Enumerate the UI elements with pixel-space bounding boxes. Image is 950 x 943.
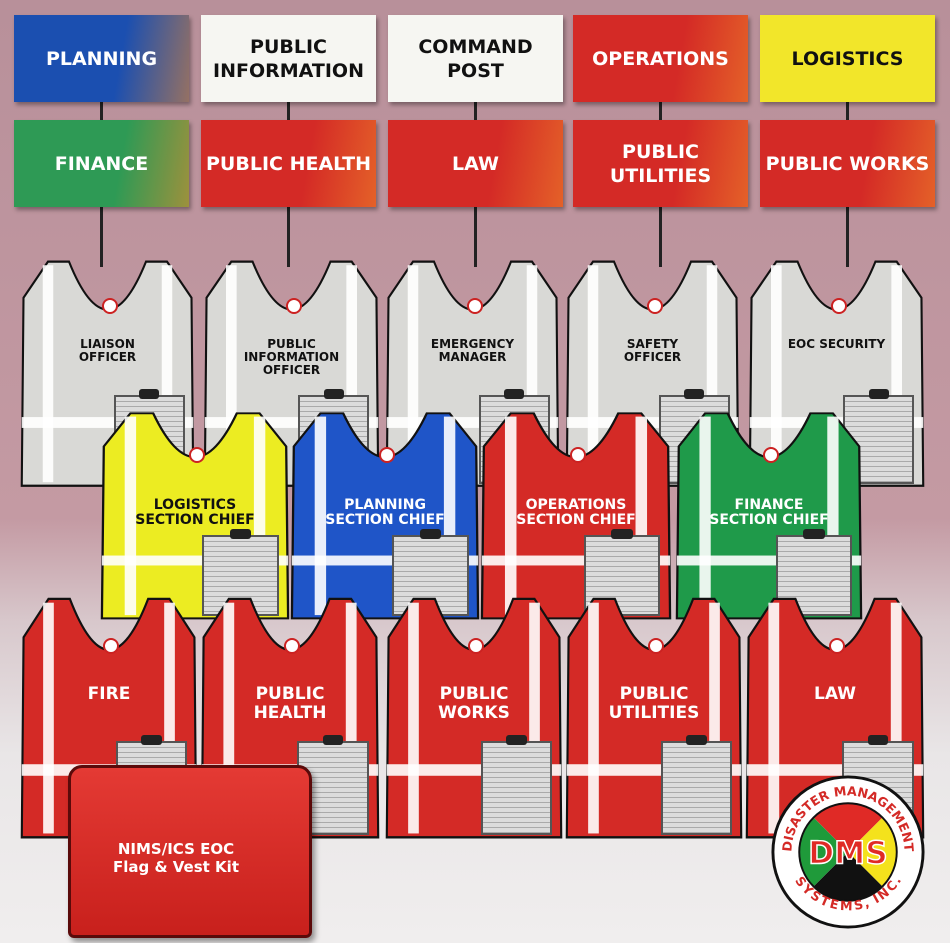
flag: COMMAND POST xyxy=(388,15,563,102)
vest-patch-icon xyxy=(379,446,395,463)
flag: PUBLIC INFORMATION xyxy=(201,15,376,102)
vest-patch-icon xyxy=(830,297,847,314)
flag-label: FINANCE xyxy=(54,152,149,175)
vest-label: PUBLIC UTILITIES xyxy=(608,684,700,723)
flag-pole xyxy=(659,207,662,267)
flag-pole xyxy=(287,207,290,267)
vest-patch-icon xyxy=(466,297,483,314)
flag-label: PUBLIC INFORMATION xyxy=(213,35,364,82)
vest-label: SAFETY OFFICER xyxy=(623,337,682,365)
flag-label: LOGISTICS xyxy=(791,47,904,70)
vest-label: PLANNING SECTION CHIEF xyxy=(325,497,445,529)
flag-label: PLANNING xyxy=(45,47,158,70)
vest: PUBLIC UTILITIES xyxy=(565,595,743,845)
flag: LAW xyxy=(388,120,563,207)
flag-label: COMMAND POST xyxy=(418,35,533,82)
vest-patch-icon xyxy=(189,446,205,463)
kit-bag: NIMS/ICS EOC Flag & Vest Kit xyxy=(68,765,312,938)
vest-label: PUBLIC INFORMATION OFFICER xyxy=(243,337,340,378)
vest-patch-icon xyxy=(570,446,586,463)
vest: EOC SECURITY xyxy=(748,258,925,493)
vest-label: FINANCE SECTION CHIEF xyxy=(709,497,829,529)
vest-label: PUBLIC WORKS xyxy=(438,684,510,723)
vest-label: PUBLIC HEALTH xyxy=(253,684,327,723)
vest: FINANCE SECTION CHIEF xyxy=(675,410,863,625)
bag-label: NIMS/ICS EOC Flag & Vest Kit xyxy=(113,840,239,876)
flag: FINANCE xyxy=(14,120,189,207)
vest-label: LIAISON OFFICER xyxy=(78,337,137,365)
flag-label: PUBLIC WORKS xyxy=(765,152,930,175)
flag: LOGISTICS xyxy=(760,15,935,102)
vest: PLANNING SECTION CHIEF xyxy=(290,410,480,625)
flag-pole xyxy=(287,102,290,122)
clipboard xyxy=(660,735,733,835)
clipboard xyxy=(480,735,553,835)
flag: OPERATIONS xyxy=(573,15,748,102)
logo-center-text: DMS xyxy=(808,836,887,872)
flag-pole xyxy=(474,102,477,122)
vest-label: EOC SECURITY xyxy=(787,337,886,351)
flag: PUBLIC HEALTH xyxy=(201,120,376,207)
vest: LOGISTICS SECTION CHIEF xyxy=(100,410,290,625)
flag-label: PUBLIC UTILITIES xyxy=(609,140,712,187)
flag-pole xyxy=(659,102,662,122)
flag-pole xyxy=(846,102,849,122)
vest-patch-icon xyxy=(284,637,300,654)
vest-patch-icon xyxy=(468,637,484,654)
vest-patch-icon xyxy=(285,297,302,314)
vest-patch-icon xyxy=(101,297,118,314)
vest-patch-icon xyxy=(103,637,119,654)
flag-label: OPERATIONS xyxy=(592,47,729,70)
vest-label: LAW xyxy=(814,684,856,704)
vest-label: LOGISTICS SECTION CHIEF xyxy=(135,497,255,529)
vest-patch-icon xyxy=(829,637,845,654)
flag: PLANNING xyxy=(14,15,189,102)
vest: OPERATIONS SECTION CHIEF xyxy=(480,410,672,625)
flag-label: LAW xyxy=(452,152,499,175)
vest: PUBLIC WORKS xyxy=(385,595,563,845)
flag: PUBLIC UTILITIES xyxy=(573,120,748,207)
vest-patch-icon xyxy=(763,446,779,463)
vest-label: EMERGENCY MANAGER xyxy=(430,337,515,365)
flag-pole xyxy=(100,207,103,267)
flag-pole xyxy=(474,207,477,267)
vest-patch-icon xyxy=(648,637,664,654)
vest-patch-icon xyxy=(646,297,663,314)
vest-label: OPERATIONS SECTION CHIEF xyxy=(516,497,636,529)
dms-logo: DISASTER MANAGEMENT SYSTEMS, INC. DMS xyxy=(771,775,925,929)
flag: PUBLIC WORKS xyxy=(760,120,935,207)
flag-pole xyxy=(846,207,849,267)
flag-label: PUBLIC HEALTH xyxy=(206,152,371,175)
flag-pole xyxy=(100,102,103,122)
vest-label: FIRE xyxy=(87,684,131,704)
